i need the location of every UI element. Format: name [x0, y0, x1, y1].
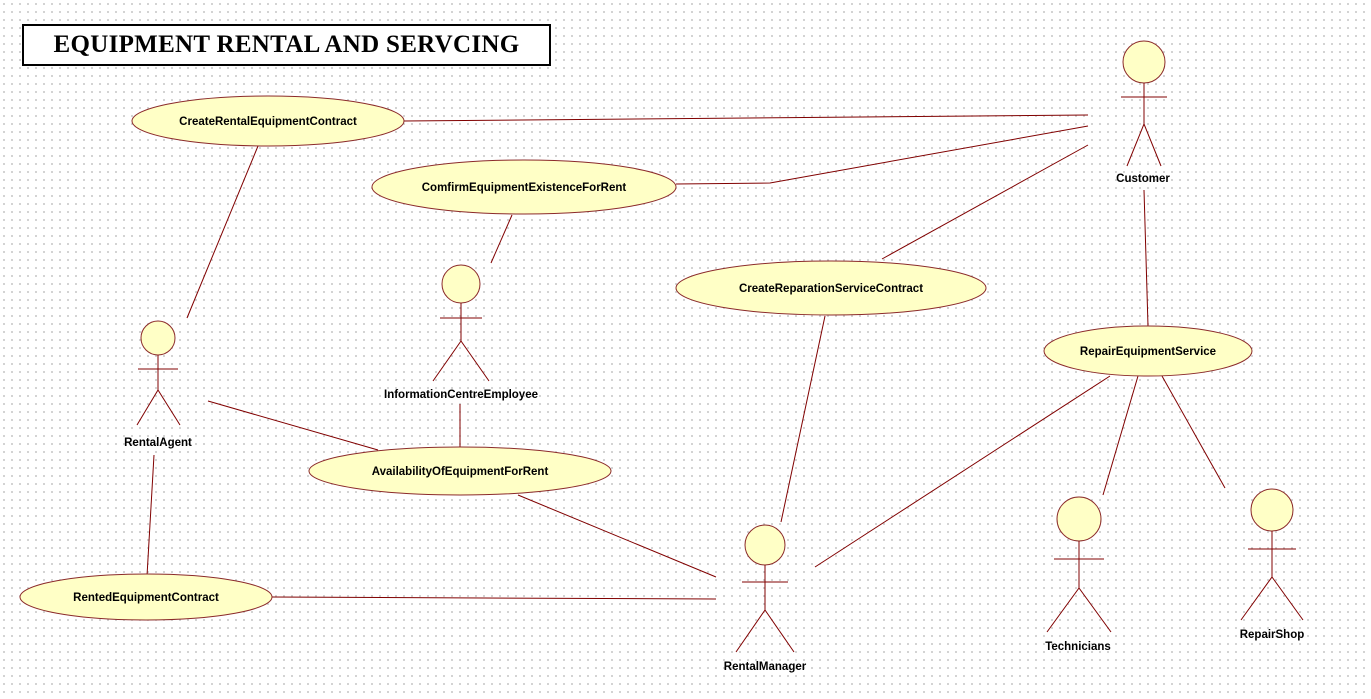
usecase-repair-equipment-service[interactable]: RepairEquipmentService	[1043, 325, 1253, 377]
assoc-createrental-agent	[186, 145, 259, 319]
actor-label: RentalManager	[724, 661, 807, 673]
actor-information-centre-employee[interactable]: InformationCentreEmployee	[384, 264, 538, 401]
assoc-agent-rented	[146, 454, 155, 577]
assoc-repair-technicians	[1102, 375, 1139, 496]
assoc-createrental-customer	[403, 114, 1089, 122]
associations	[146, 114, 1226, 600]
usecase-create-reparation-contract[interactable]: CreateReparationServiceContract	[675, 260, 987, 316]
actor-repair-shop[interactable]: RepairShop	[1240, 488, 1305, 641]
assoc-customer-repair	[1143, 189, 1149, 327]
assoc-repair-repairshop	[1161, 375, 1226, 489]
assoc-reparation-manager	[780, 315, 826, 523]
diagram-title: EQUIPMENT RENTAL AND SERVCING	[53, 31, 520, 58]
actor-customer[interactable]: Customer	[1116, 40, 1170, 185]
assoc-confirm-employee	[490, 214, 513, 264]
actor-label: RepairShop	[1240, 629, 1305, 641]
assoc-repair-manager	[814, 375, 1111, 568]
usecase-label: RentedEquipmentContract	[73, 592, 219, 604]
usecase-label: AvailabilityOfEquipmentForRent	[372, 466, 549, 478]
assoc-confirm-customer	[675, 125, 1089, 185]
actor-rental-manager[interactable]: RentalManager	[724, 524, 807, 673]
assoc-rented-manager	[271, 596, 717, 600]
usecase-label: RepairEquipmentService	[1080, 346, 1216, 358]
diagram-title-box: EQUIPMENT RENTAL AND SERVCING	[22, 24, 551, 66]
usecase-create-rental-contract[interactable]: CreateRentalEquipmentContract	[131, 95, 405, 147]
usecase-availability-of-equipment[interactable]: AvailabilityOfEquipmentForRent	[308, 446, 612, 496]
usecase-rented-equipment-contract[interactable]: RentedEquipmentContract	[19, 573, 273, 621]
usecase-confirm-equipment-existence[interactable]: ComfirmEquipmentExistenceForRent	[371, 159, 677, 215]
actor-label: Technicians	[1045, 641, 1111, 653]
actor-label: InformationCentreEmployee	[384, 389, 538, 401]
assoc-availability-manager	[517, 494, 717, 578]
assoc-reparation-customer	[881, 144, 1089, 260]
usecase-label: ComfirmEquipmentExistenceForRent	[422, 182, 627, 194]
actor-rental-agent[interactable]: RentalAgent	[124, 320, 192, 449]
usecase-label: CreateRentalEquipmentContract	[179, 116, 357, 128]
actor-label: RentalAgent	[124, 437, 192, 449]
usecase-label: CreateReparationServiceContract	[739, 283, 923, 295]
actor-label: Customer	[1116, 173, 1170, 185]
assoc-agent-availability	[207, 400, 379, 451]
actor-technicians[interactable]: Technicians	[1045, 496, 1112, 653]
